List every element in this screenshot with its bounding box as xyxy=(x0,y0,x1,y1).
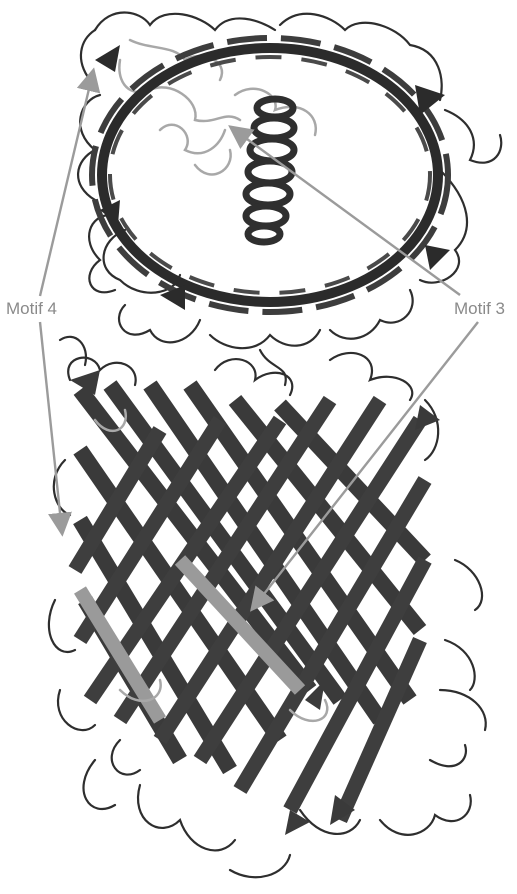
top-barrel-ring xyxy=(60,13,501,386)
side-barrel xyxy=(49,353,486,877)
central-helix xyxy=(246,99,294,242)
motif4-arrow-down xyxy=(40,322,62,532)
motif4-arrow-up xyxy=(40,72,93,296)
motif3-label: Motif 3 xyxy=(452,299,507,319)
motif4-label: Motif 4 xyxy=(4,299,59,319)
